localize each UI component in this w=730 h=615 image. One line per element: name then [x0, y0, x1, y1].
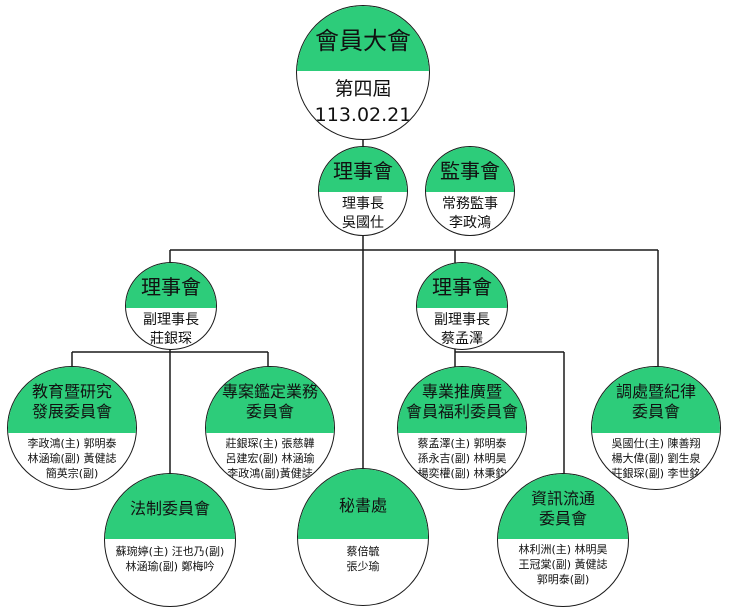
node-title: 秘書處 [298, 469, 428, 539]
node-member-line: 第四屆 [334, 78, 392, 100]
node-members: 林利洲(主) 林明昊王冠棠(副) 黃健誌郭明泰(副) [498, 539, 628, 606]
node-title-line: 專案鑑定業務 [221, 382, 318, 401]
node-member-line: 李政鴻(副)黃健誌 [227, 466, 313, 480]
node-members: 常務監事李政鴻 [426, 192, 514, 235]
node-secretariat: 秘書處蔡倍毓張少瑜 [297, 468, 429, 606]
node-member-line: 副理事長 [434, 312, 490, 328]
node-members: 蘇琬婷(主) 汪也乃(副)林涵瑜(副) 鄭梅吟 [105, 539, 235, 606]
node-legal: 法制委員會蘇琬婷(主) 汪也乃(副)林涵瑜(副) 鄭梅吟 [104, 473, 236, 607]
node-member-line: 蔡倍毓 [346, 545, 380, 558]
node-members: 副理事長莊銀琛 [126, 308, 216, 349]
node-discipline: 調處暨紀律委員會吳國仕(主) 陳善翔楊大偉(副) 劉生泉莊銀琛(副) 李世銘 [591, 366, 721, 490]
node-member-line: 莊銀琛(主) 張慈韡 [225, 437, 315, 450]
node-title-line: 法制委員會 [129, 498, 210, 518]
node-members: 蔡孟澤(主) 郭明泰孫永吉(副) 林明昊楊奕權(副) 林秉鈞 [398, 433, 526, 489]
node-title: 資訊流通委員會 [498, 474, 628, 539]
node-title: 會員大會 [297, 6, 429, 71]
node-title: 理事會 [417, 263, 507, 308]
node-info: 資訊流通委員會林利洲(主) 林明昊王冠棠(副) 黃健誌郭明泰(副) [497, 473, 629, 607]
node-member-line: 李政鴻(主) 郭明泰 [27, 437, 117, 450]
node-title-line: 理事會 [333, 159, 393, 183]
node-member-line: 莊銀琛 [150, 330, 192, 347]
node-member-line: 常務監事 [442, 196, 498, 212]
node-title-line: 發展委員會 [31, 402, 112, 421]
node-member-line: 王冠棠(副) 黃健誌 [518, 557, 608, 571]
node-member-line: 呂建宏(副) 林涵瑜 [225, 451, 315, 465]
node-education: 教育暨研究發展委員會李政鴻(主) 郭明泰林涵瑜(副) 黃健誌簡英宗(副) [7, 366, 137, 490]
node-member-line: 吳國仕 [342, 214, 384, 231]
node-special-case: 專案鑑定業務委員會莊銀琛(主) 張慈韡呂建宏(副) 林涵瑜李政鴻(副)黃健誌 [205, 366, 335, 490]
node-title-line: 會員福利委員會 [405, 402, 518, 421]
node-title: 法制委員會 [105, 474, 235, 539]
node-member-line: 林利洲(主) 林明昊 [518, 543, 608, 556]
node-member-line: 楊大偉(副) 劉生泉 [611, 451, 701, 465]
node-member-line: 李政鴻 [449, 214, 491, 231]
node-title: 理事會 [319, 147, 407, 192]
node-board-left: 理事會副理事長莊銀琛 [125, 262, 217, 350]
node-title: 專業推廣暨會員福利委員會 [398, 367, 526, 433]
node-member-line: 楊奕權(副) 林秉鈞 [417, 466, 507, 480]
node-title-line: 教育暨研究 [31, 382, 112, 401]
node-members: 理事長吳國仕 [319, 192, 407, 235]
node-assembly: 會員大會第四屆 113.02.21 [296, 5, 430, 140]
node-title-line: 監事會 [440, 159, 500, 183]
node-members: 莊銀琛(主) 張慈韡呂建宏(副) 林涵瑜李政鴻(副)黃健誌 [206, 433, 334, 489]
node-member-line: 郭明泰(副) [536, 572, 590, 586]
node-title: 教育暨研究發展委員會 [8, 367, 136, 433]
node-member-line: 張少瑜 [346, 559, 380, 573]
node-member-line: 孫永吉(副) 林明昊 [417, 451, 507, 465]
node-title: 調處暨紀律委員會 [592, 367, 720, 433]
node-member-line: 莊銀琛(副) 李世銘 [611, 466, 701, 480]
node-member-line: 蔡孟澤 [441, 330, 483, 347]
node-member-line: 林涵瑜(副) 黃健誌 [27, 451, 117, 465]
node-member-line: 蘇琬婷(主) 汪也乃(副) [115, 545, 225, 558]
node-members: 蔡倍毓張少瑜 [298, 539, 428, 605]
node-members: 吳國仕(主) 陳善翔楊大偉(副) 劉生泉莊銀琛(副) 李世銘 [592, 433, 720, 489]
node-title-line: 理事會 [432, 275, 492, 299]
node-member-line: 113.02.21 [314, 103, 412, 126]
node-board-right: 理事會副理事長蔡孟澤 [416, 262, 508, 350]
node-member-line: 副理事長 [143, 312, 199, 328]
node-title-line: 調處暨紀律 [615, 382, 696, 401]
node-members: 第四屆 113.02.21 [297, 71, 429, 139]
node-member-line: 林涵瑜(副) 鄭梅吟 [125, 559, 215, 573]
node-title: 專案鑑定業務委員會 [206, 367, 334, 433]
node-supervisors: 監事會常務監事李政鴻 [425, 146, 515, 236]
node-title-line: 專業推廣暨 [421, 382, 502, 401]
node-member-line: 簡英宗(副) [45, 466, 99, 480]
node-member-line: 蔡孟澤(主) 郭明泰 [417, 437, 507, 450]
node-title-line: 委員會 [245, 402, 294, 421]
node-member-line: 理事長 [342, 196, 384, 212]
node-title-line: 會員大會 [315, 26, 411, 55]
node-title-line: 理事會 [141, 275, 201, 299]
node-title-line: 委員會 [631, 402, 680, 421]
node-members: 副理事長蔡孟澤 [417, 308, 507, 349]
node-title: 理事會 [126, 263, 216, 308]
node-member-line: 吳國仕(主) 陳善翔 [611, 437, 701, 450]
node-title: 監事會 [426, 147, 514, 192]
node-title-line: 委員會 [538, 508, 587, 528]
node-board: 理事會理事長吳國仕 [318, 146, 408, 236]
node-members: 李政鴻(主) 郭明泰林涵瑜(副) 黃健誌簡英宗(副) [8, 433, 136, 489]
node-title-line: 資訊流通 [530, 488, 595, 508]
node-title-line: 秘書處 [338, 496, 387, 515]
